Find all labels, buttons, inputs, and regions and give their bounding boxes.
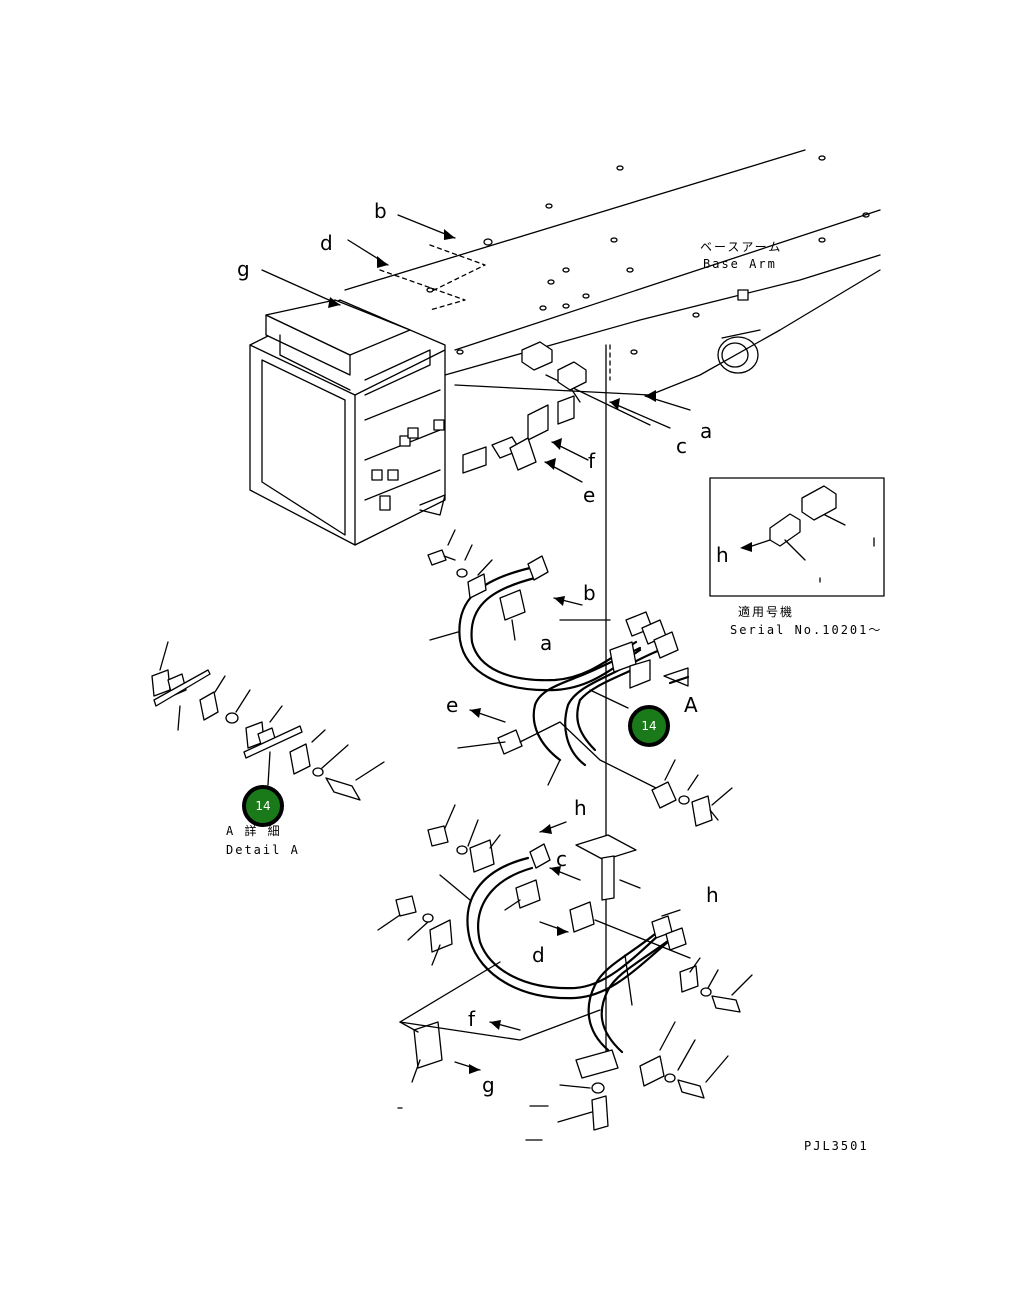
label-view-a: A xyxy=(684,693,698,717)
base-arm-jp: ベースアーム xyxy=(700,240,782,254)
serial-jp: 適用号機 xyxy=(738,604,794,619)
label-b-top: b xyxy=(374,199,387,223)
arm-brackets xyxy=(462,341,587,474)
text-annotations: ベースアーム Base Arm 適用号機 Serial No.10201～ A … xyxy=(226,240,882,1153)
callout-14-detail-number: 14 xyxy=(255,799,270,813)
box-frame xyxy=(249,299,446,546)
base-arm xyxy=(344,149,881,396)
label-g-top: g xyxy=(237,257,250,281)
detail-en: Detail A xyxy=(226,843,300,857)
detail-jp: A 詳 細 xyxy=(226,823,282,838)
arrowheads xyxy=(328,229,752,1074)
drawing-code: PJL3501 xyxy=(804,1139,869,1153)
arm-holes xyxy=(426,155,870,355)
letter-labels: b d g a c f e b a e h h c h d f g A xyxy=(237,199,729,1097)
label-h-mid: h xyxy=(574,796,587,820)
base-arm-en: Base Arm xyxy=(703,257,777,271)
label-c-top: c xyxy=(676,434,687,458)
label-a-mid: a xyxy=(540,631,552,655)
lower-hose-assembly xyxy=(377,804,753,1141)
callout-14-upper-number: 14 xyxy=(641,719,656,733)
detail-a-group xyxy=(151,641,385,801)
label-d-lower: d xyxy=(532,943,545,967)
callout-14-upper[interactable]: 14 xyxy=(628,705,670,747)
serial-en: Serial No.10201～ xyxy=(730,623,882,637)
label-a-top: a xyxy=(700,419,712,443)
callout-14-detail[interactable]: 14 xyxy=(242,785,284,827)
inset-box xyxy=(709,477,885,597)
label-e-mid: e xyxy=(446,693,458,717)
label-g-lower: g xyxy=(482,1073,495,1097)
label-f-top: f xyxy=(588,449,596,473)
label-b-mid: b xyxy=(583,581,596,605)
label-e-top: e xyxy=(583,483,595,507)
upper-hose-assembly xyxy=(427,529,733,827)
label-h-inset: h xyxy=(716,543,729,567)
label-f-lower: f xyxy=(468,1007,476,1031)
label-h-lower: h xyxy=(706,883,719,907)
label-c-mid: c xyxy=(556,847,567,871)
label-d-top: d xyxy=(320,231,333,255)
